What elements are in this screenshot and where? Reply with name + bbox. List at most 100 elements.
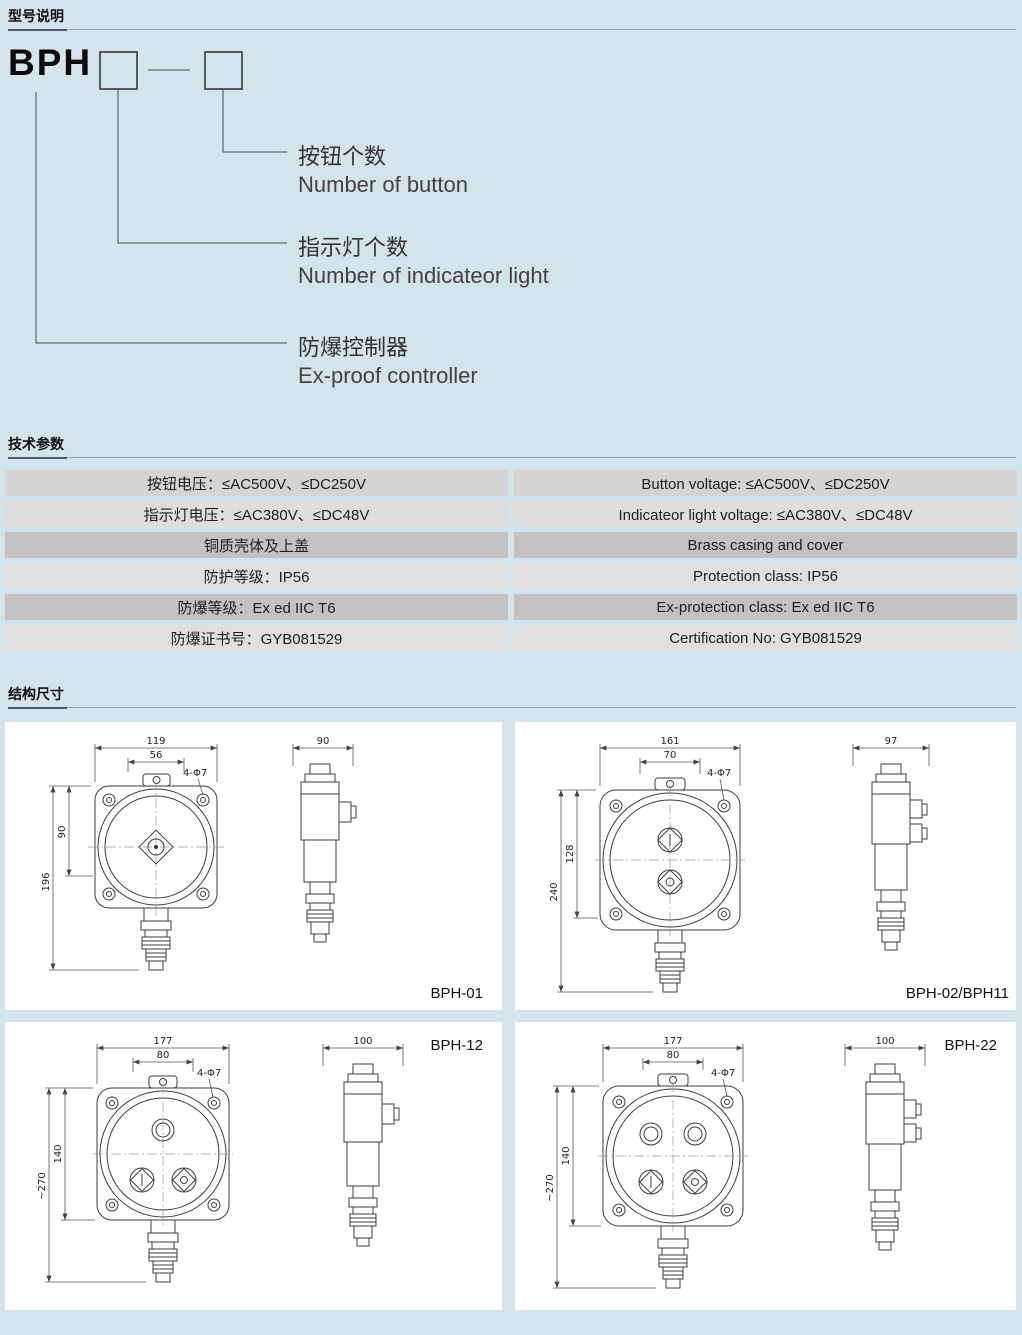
dim-label: 100 bbox=[353, 1036, 372, 1047]
callout-button-count-en: Number of button bbox=[298, 172, 468, 197]
drawing-panel-bph-02: 161 70 4-Φ7 240 128 bbox=[515, 722, 1016, 1010]
tech-table: 按钮电压：≤AC500V、≤DC250V Button voltage: ≤AC… bbox=[5, 470, 1017, 656]
push-button-on bbox=[638, 1169, 664, 1195]
table-row: 指示灯电压：≤AC380V、≤DC48V Indicateor light vo… bbox=[5, 501, 1017, 527]
dim-label: 140 bbox=[53, 1144, 64, 1163]
dim-label: 119 bbox=[146, 736, 165, 747]
table-cell-zh: 指示灯电压：≤AC380V、≤DC48V bbox=[5, 501, 508, 527]
table-cell-en: Brass casing and cover bbox=[514, 532, 1017, 558]
panel-label: BPH-22 bbox=[944, 1037, 997, 1054]
indicator-light-left bbox=[639, 1122, 663, 1146]
dim-label: 177 bbox=[663, 1036, 682, 1047]
push-button bbox=[138, 829, 174, 865]
dim-label: 140 bbox=[561, 1146, 572, 1165]
table-cell-zh: 铜质壳体及上盖 bbox=[5, 532, 508, 558]
corner-screws bbox=[105, 1096, 221, 1212]
table-row: 防护等级：IP56 Protection class: IP56 bbox=[5, 563, 1017, 589]
front-view bbox=[93, 1075, 233, 1283]
table-cell-en: Certification No: GYB081529 bbox=[514, 625, 1017, 651]
callout-indicator-count-en: Number of indicateor light bbox=[298, 263, 549, 288]
callout-controller-en: Ex-proof controller bbox=[298, 363, 478, 388]
side-view: 97 bbox=[852, 736, 930, 951]
indicator-light-right bbox=[683, 1122, 707, 1146]
model-prefix: BPH bbox=[8, 42, 93, 83]
front-view bbox=[88, 773, 224, 971]
table-cell-en: Button voltage: ≤AC500V、≤DC250V bbox=[514, 470, 1017, 496]
dim-label: 90 bbox=[57, 826, 68, 839]
section-title-model: 型号说明 bbox=[8, 6, 67, 31]
dim-label: ~270 bbox=[545, 1174, 556, 1201]
front-view bbox=[595, 777, 745, 993]
dimensions-front: 119 56 4-Φ7 196 90 bbox=[41, 736, 218, 971]
push-button-off bbox=[171, 1167, 197, 1193]
dim-label: 240 bbox=[549, 882, 560, 901]
dim-label: ~270 bbox=[37, 1172, 48, 1199]
indicator-light bbox=[657, 827, 683, 853]
model-box-button bbox=[204, 51, 243, 90]
section-header-dims: 结构尺寸 bbox=[8, 684, 1016, 709]
push-button-off bbox=[682, 1169, 708, 1195]
section-rule bbox=[67, 457, 1016, 458]
panel-label: BPH-12 bbox=[430, 1037, 483, 1054]
indicator-light bbox=[151, 1118, 175, 1142]
table-cell-zh: 防护等级：IP56 bbox=[5, 563, 508, 589]
dim-label: 90 bbox=[317, 736, 330, 747]
table-cell-zh: 按钮电压：≤AC500V、≤DC250V bbox=[5, 470, 508, 496]
callout-line-indicator-count bbox=[117, 89, 287, 244]
dim-label: 196 bbox=[41, 872, 52, 891]
section-title-dims: 结构尺寸 bbox=[8, 684, 67, 709]
section-rule bbox=[67, 29, 1016, 30]
table-cell-en: Indicateor light voltage: ≤AC380V、≤DC48V bbox=[514, 501, 1017, 527]
drawing-bph-22: 177 80 4-Φ7 ~270 140 bbox=[545, 1036, 997, 1289]
side-view: 100 bbox=[844, 1036, 926, 1251]
panel-label: BPH-02/BPH11 bbox=[906, 985, 1009, 1002]
model-box-indicator bbox=[99, 51, 138, 90]
corner-screws bbox=[612, 1095, 734, 1217]
dimensions-front: 177 80 4-Φ7 ~270 140 bbox=[37, 1036, 230, 1283]
callout-indicator-count-zh: 指示灯个数 bbox=[298, 235, 409, 260]
drawing-bph-12: 177 80 4-Φ7 ~270 140 bbox=[37, 1036, 483, 1283]
table-row: 防爆等级：Ex ed IIC T6 Ex-protection class: E… bbox=[5, 594, 1017, 620]
callout-line-controller bbox=[35, 92, 287, 344]
dim-label: 161 bbox=[660, 736, 679, 747]
section-header-model: 型号说明 bbox=[8, 6, 1016, 31]
callout-line-button-count bbox=[222, 89, 287, 153]
dim-label: 70 bbox=[664, 750, 677, 761]
dim-label-holes: 4-Φ7 bbox=[707, 768, 731, 779]
model-designation-diagram bbox=[35, 51, 287, 344]
drawing-bph-01: 119 56 4-Φ7 196 90 bbox=[41, 736, 483, 1002]
side-view: 100 bbox=[322, 1036, 404, 1247]
dim-label-holes: 4-Φ7 bbox=[183, 768, 207, 779]
cable-gland bbox=[657, 1225, 689, 1289]
table-row: 铜质壳体及上盖 Brass casing and cover bbox=[5, 532, 1017, 558]
cable-gland bbox=[140, 907, 172, 971]
callout-controller-zh: 防爆控制器 bbox=[298, 335, 409, 360]
dim-label: 128 bbox=[565, 844, 576, 863]
dim-label: 97 bbox=[885, 736, 898, 747]
section-title-tech: 技术参数 bbox=[8, 434, 67, 459]
corner-screws bbox=[609, 799, 731, 921]
dim-label: 177 bbox=[153, 1036, 172, 1047]
table-cell-en: Protection class: IP56 bbox=[514, 563, 1017, 589]
callout-button-count-zh: 按钮个数 bbox=[298, 144, 387, 169]
dim-label: 80 bbox=[157, 1050, 170, 1061]
drawing-bph-02: 161 70 4-Φ7 240 128 bbox=[549, 736, 1009, 1002]
drawing-panel-bph-12: 177 80 4-Φ7 ~270 140 bbox=[5, 1022, 502, 1310]
drawing-panel-bph-01: 119 56 4-Φ7 196 90 bbox=[5, 722, 502, 1010]
section-header-tech: 技术参数 bbox=[8, 434, 1016, 459]
push-button bbox=[657, 869, 683, 895]
push-button-on bbox=[129, 1167, 155, 1193]
front-view bbox=[598, 1073, 748, 1289]
corner-screws bbox=[102, 793, 210, 901]
drawing-panel-bph-22: 177 80 4-Φ7 ~270 140 bbox=[515, 1022, 1016, 1310]
dimensions-front: 161 70 4-Φ7 240 128 bbox=[549, 736, 741, 993]
table-row: 按钮电压：≤AC500V、≤DC250V Button voltage: ≤AC… bbox=[5, 470, 1017, 496]
cable-gland bbox=[147, 1219, 179, 1283]
section-rule bbox=[67, 707, 1016, 708]
side-view: 90 bbox=[292, 736, 357, 943]
cable-gland bbox=[654, 929, 686, 993]
dim-label-holes: 4-Φ7 bbox=[197, 1068, 221, 1079]
table-cell-zh: 防爆证书号：GYB081529 bbox=[5, 625, 508, 651]
dimensions-front: 177 80 4-Φ7 ~270 140 bbox=[545, 1036, 744, 1289]
